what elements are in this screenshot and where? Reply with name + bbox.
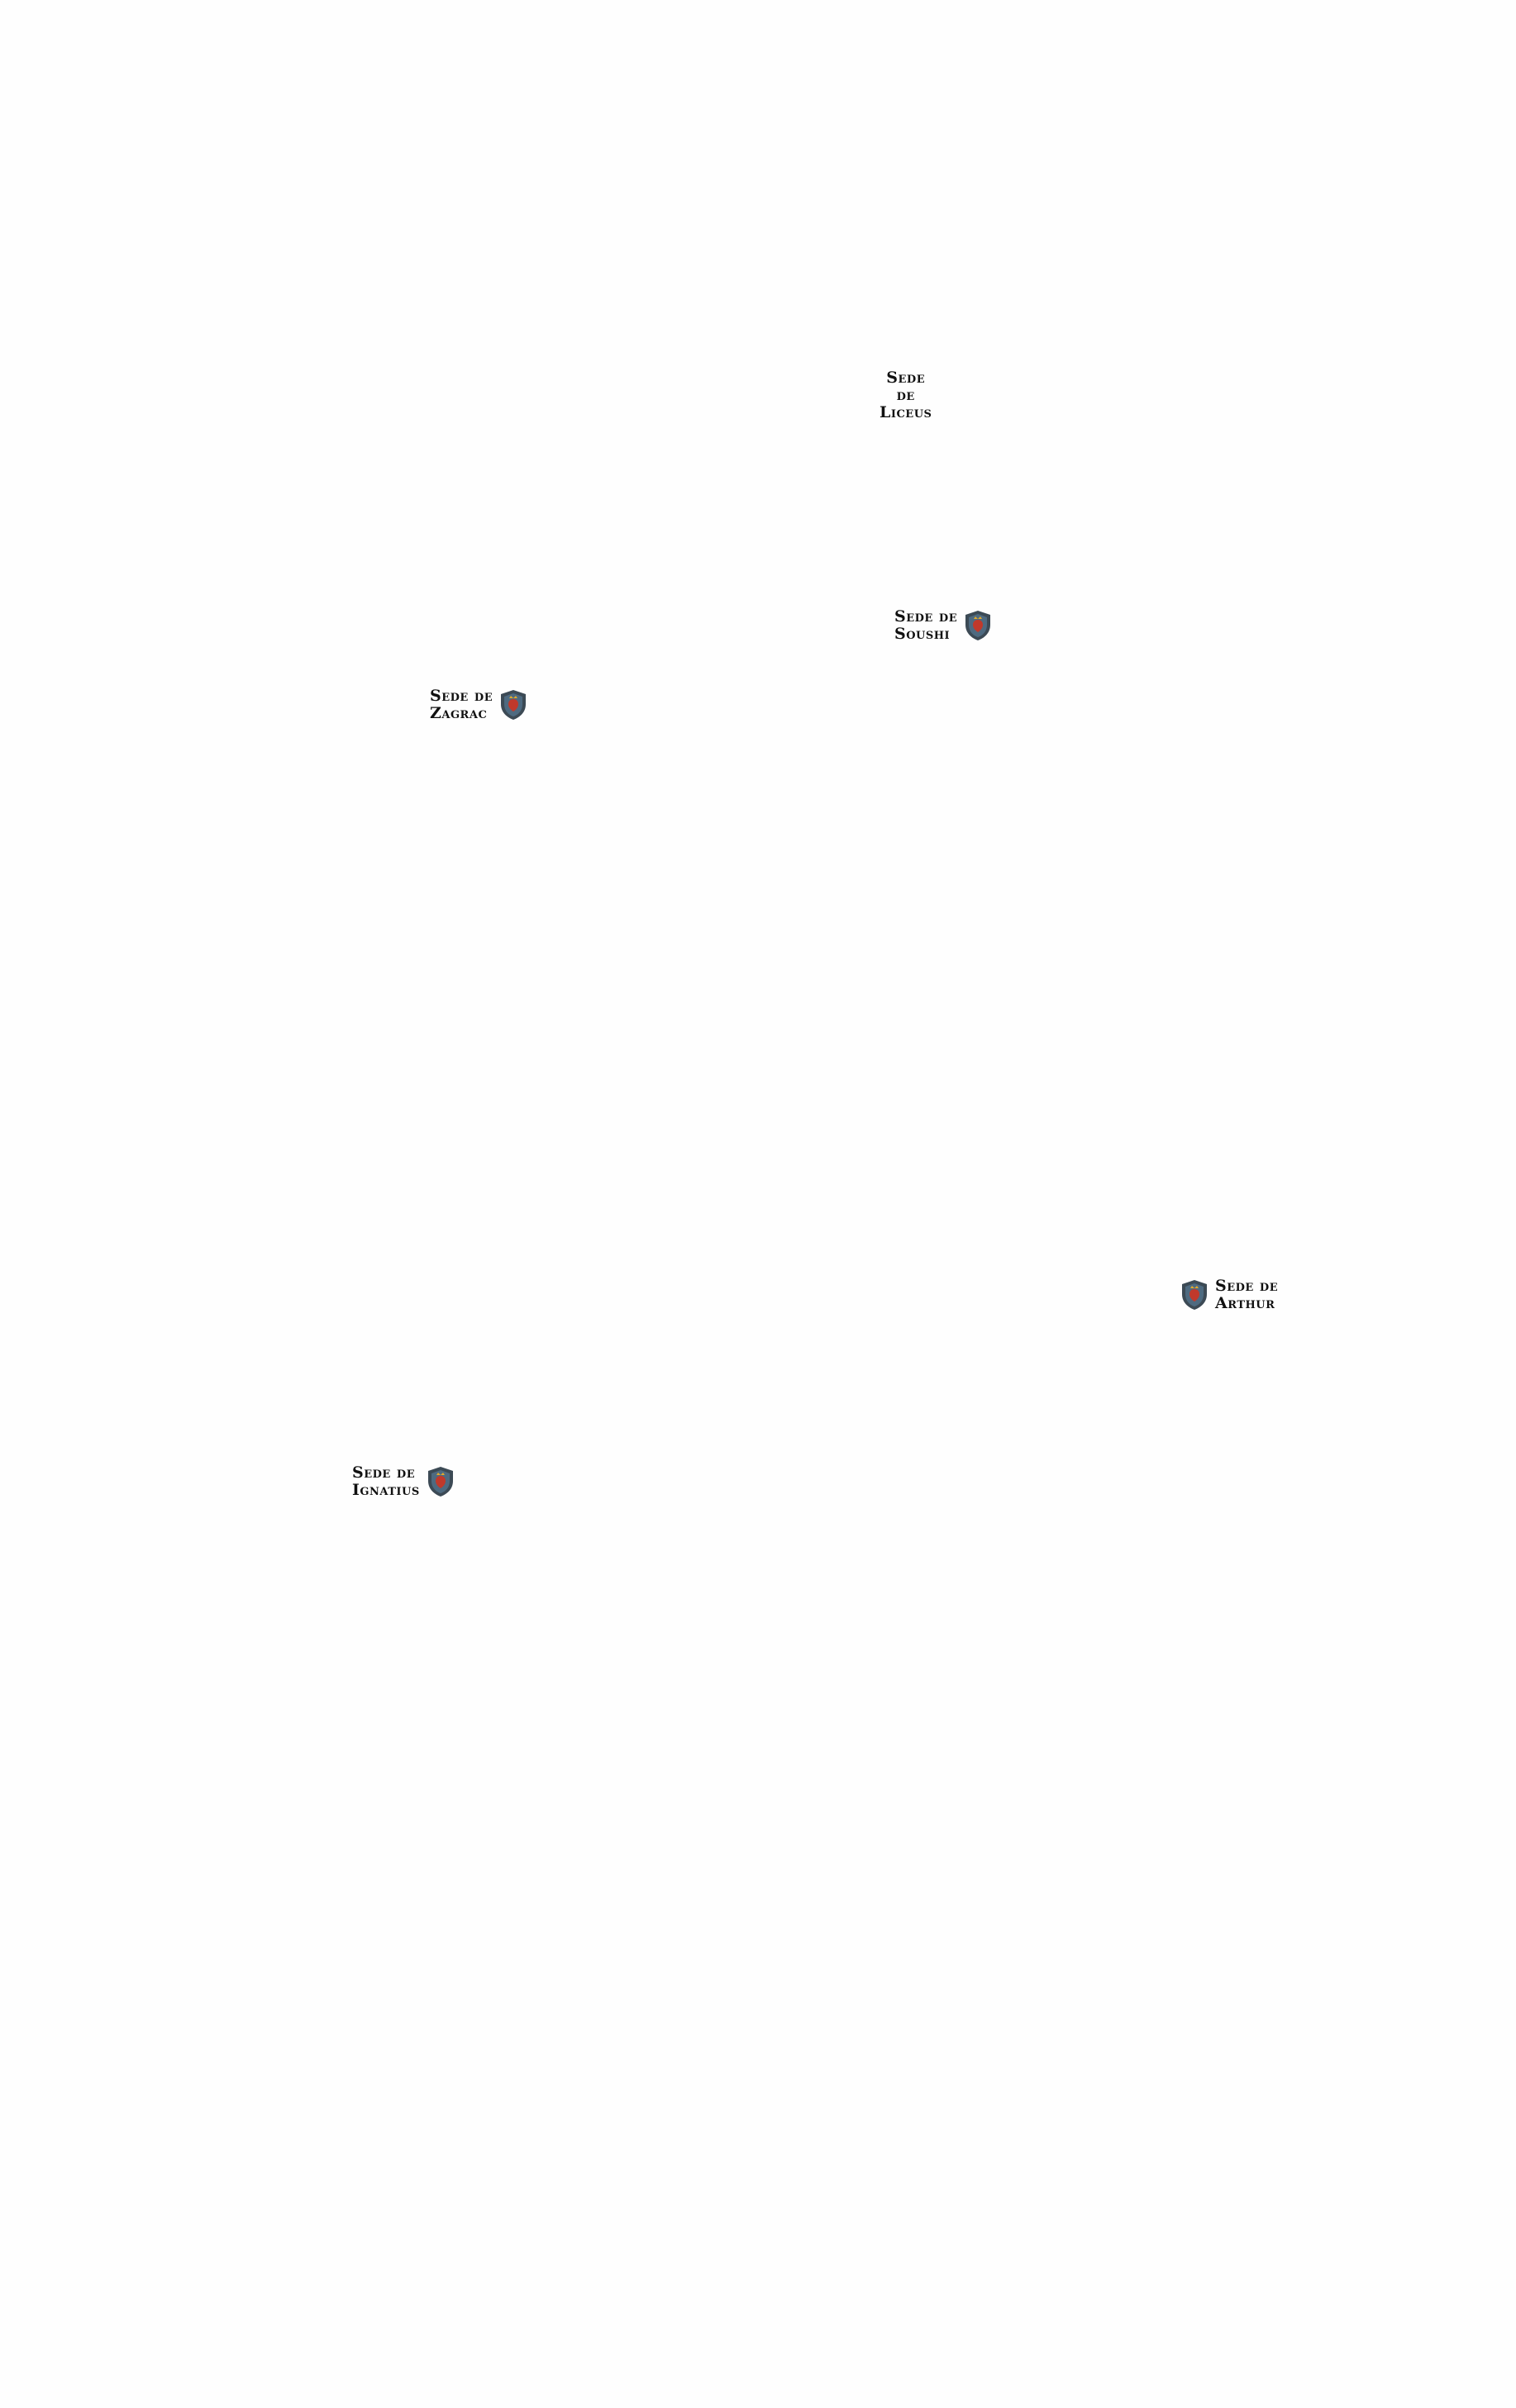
marker-ignatius[interactable]: Sede de Ignatius: [352, 1464, 455, 1499]
shield-crest-icon: [427, 1467, 453, 1497]
marker-arthur[interactable]: Sede de Arthur: [1180, 1278, 1278, 1312]
shield-crest-icon: [965, 611, 991, 640]
marker-label-ignatius: Sede de Ignatius: [352, 1463, 420, 1499]
marker-label-soushi: Sede de Soushi: [894, 607, 958, 643]
marker-liceus[interactable]: Sede de Liceus: [880, 369, 932, 421]
marker-zagrac[interactable]: Sede de Zagrac: [430, 688, 527, 722]
marker-label-arthur: Sede de Arthur: [1215, 1277, 1279, 1312]
marker-soushi[interactable]: Sede de Soushi: [894, 608, 992, 643]
shield-crest-icon: [1182, 1280, 1207, 1310]
marker-label-zagrac: Sede de Zagrac: [430, 687, 493, 722]
shield-crest-icon: [501, 690, 527, 720]
marker-label-liceus: Sede de Liceus: [880, 369, 932, 421]
